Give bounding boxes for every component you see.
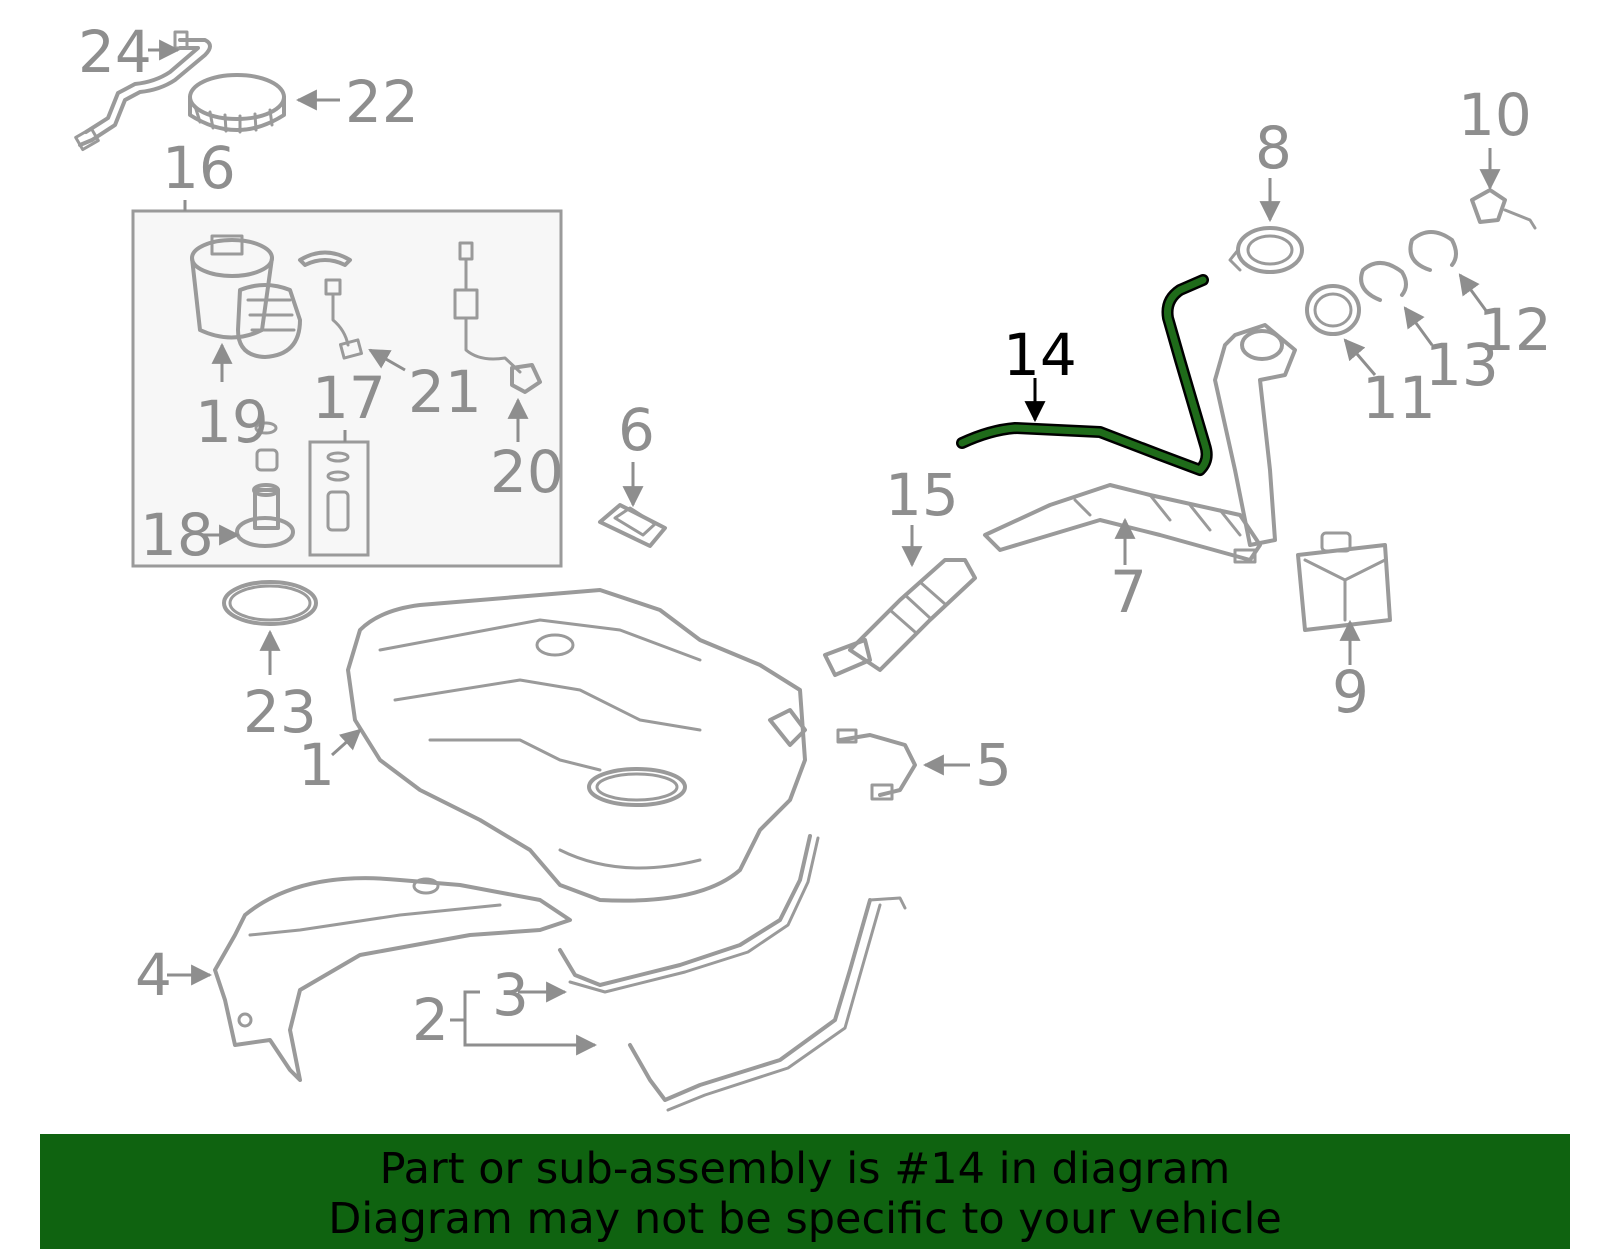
part-11-seal xyxy=(1305,284,1361,336)
callout-13: 13 xyxy=(1425,331,1499,399)
callout-1: 1 xyxy=(298,731,335,799)
callout-23: 23 xyxy=(243,678,317,746)
part-3-tank-strap xyxy=(558,834,820,994)
part-13-clip xyxy=(1359,261,1408,302)
callout-12: 12 xyxy=(1478,296,1552,364)
part-12-clip xyxy=(1408,230,1458,272)
part-17-seal-kit xyxy=(308,440,370,557)
part-21-fuel-sender xyxy=(298,250,364,360)
part-14-vent-hose xyxy=(956,274,1213,476)
part-2-tank-strap xyxy=(628,896,907,1112)
callout-17: 17 xyxy=(312,364,386,432)
part-22-lock-ring xyxy=(188,73,286,134)
callout-22: 22 xyxy=(345,68,419,136)
callout-5: 5 xyxy=(975,731,1012,799)
banner-line-2: Diagram may not be specific to your vehi… xyxy=(328,1194,1282,1244)
part-10-valve xyxy=(1470,188,1537,230)
callout-9: 9 xyxy=(1332,658,1369,726)
part-5-bracket xyxy=(836,728,917,801)
part-6-pad xyxy=(598,503,667,548)
callout-2: 2 xyxy=(412,986,449,1054)
part-8-fuel-cap xyxy=(1228,226,1304,274)
part-7-filler-neck xyxy=(1213,323,1297,547)
callout-10: 10 xyxy=(1458,81,1532,149)
callout-16: 16 xyxy=(162,134,236,202)
info-banner: Part or sub-assembly is #14 in diagram D… xyxy=(40,1134,1570,1249)
callout-3: 3 xyxy=(492,961,529,1029)
callout-24: 24 xyxy=(78,18,152,86)
callout-20: 20 xyxy=(490,438,564,506)
callout-6: 6 xyxy=(618,396,655,464)
callout-7: 7 xyxy=(1110,558,1147,626)
part-20-wire-harness xyxy=(453,241,542,394)
part-1-fuel-tank xyxy=(346,588,807,903)
callout-19: 19 xyxy=(195,388,269,456)
part-9-canister xyxy=(1296,531,1392,632)
callout-arrows xyxy=(148,39,1501,1045)
callout-8: 8 xyxy=(1255,114,1292,182)
part-4-heat-shield xyxy=(213,876,572,1082)
part-23-gasket xyxy=(222,580,318,626)
callout-labels: 24 22 16 19 21 17 20 18 23 6 1 5 15 7 14… xyxy=(78,18,1552,1054)
callout-14: 14 xyxy=(1003,321,1077,389)
part-19-pump-module xyxy=(190,234,302,359)
part-15-filler-hose xyxy=(823,558,977,677)
banner-line-1: Part or sub-assembly is #14 in diagram xyxy=(379,1144,1231,1194)
part-7-filler-pipe xyxy=(983,483,1262,564)
callout-4: 4 xyxy=(135,941,172,1009)
callout-21: 21 xyxy=(408,358,482,426)
callout-11: 11 xyxy=(1362,364,1436,432)
callout-15: 15 xyxy=(885,461,959,529)
callout-18: 18 xyxy=(140,501,214,569)
